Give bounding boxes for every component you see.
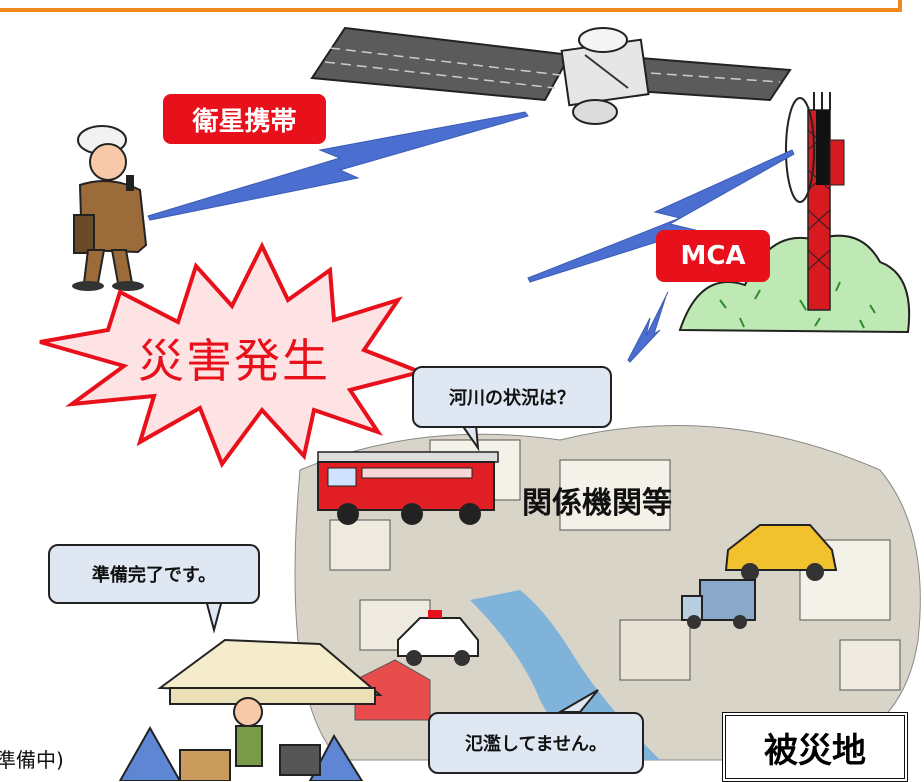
tent-icon: [118, 638, 383, 781]
taxi-icon: [724, 524, 838, 581]
worker-icon: [72, 125, 148, 291]
fire-truck-icon: [317, 451, 499, 525]
mca-label: MCA: [656, 230, 770, 282]
satellite-icon: [310, 26, 792, 125]
bubble-ready: 準備完了です。: [48, 544, 260, 604]
partial-left-text: 準備中): [0, 748, 64, 772]
police-car-icon: [397, 610, 479, 666]
disaster-text: 災害発生: [138, 334, 330, 388]
satellite-phone-label: 衛星携帯: [163, 94, 326, 144]
agencies-label: 関係機関等: [522, 486, 672, 521]
radio-tower-icon: [678, 92, 911, 334]
truck-icon: [681, 579, 756, 629]
disaster-starburst: [39, 241, 427, 469]
bubble-tail-ready: [204, 599, 224, 634]
bubble-no-flood: 氾濫してません。: [428, 712, 644, 774]
header-frame: [0, 0, 902, 12]
affected-area-stamp: 被災地: [722, 712, 908, 782]
bubble-river-question: 河川の状況は？: [412, 366, 612, 428]
